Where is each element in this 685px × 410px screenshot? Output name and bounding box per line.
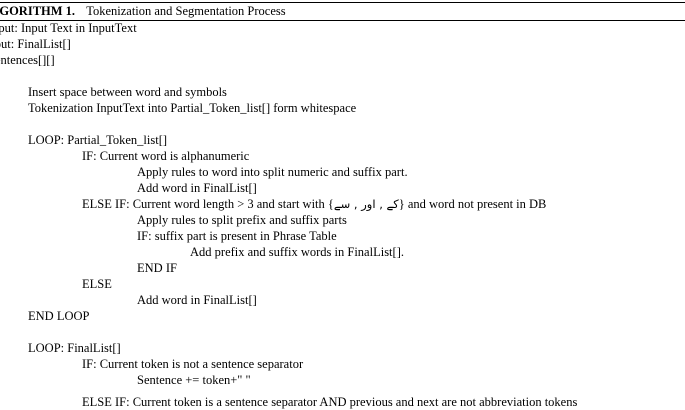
end-if: END IF (137, 261, 177, 275)
else-if-word-length-text: ELSE IF: Current word length > 3 and sta… (82, 197, 334, 211)
else-if-sentence-separator: ELSE IF: Current token is a sentence sep… (82, 395, 578, 409)
header-rule (0, 20, 685, 21)
if-alphanumeric: IF: Current word is alphanumeric (82, 149, 250, 163)
loop-finallist: LOOP: FinalList[] (28, 341, 121, 355)
if-suffix-in-phrase-table: IF: suffix part is present in Phrase Tab… (137, 229, 337, 243)
add-word-finallist-2: Add word in FinalList[] (137, 293, 257, 307)
if-not-sentence-separator: IF: Current token is not a sentence sepa… (82, 357, 304, 371)
sentences-output-line: Sentences[][] (0, 53, 55, 67)
apply-numeric-suffix-rule: Apply rules to word into split numeric a… (137, 165, 408, 179)
input-line: Input: Input Text in InputText (0, 21, 137, 35)
add-prefix-suffix-words: Add prefix and suffix words in FinalList… (190, 245, 404, 259)
top-rule (0, 2, 685, 3)
else-if-word-length-tail: } and word not present in DB (398, 197, 547, 211)
insert-space-step: Insert space between word and symbols (28, 85, 227, 99)
else: ELSE (82, 277, 112, 291)
loop-partial-token-list: LOOP: Partial_Token_list[] (28, 133, 168, 147)
apply-prefix-suffix-rule: Apply rules to split prefix and suffix p… (137, 213, 347, 227)
end-loop: END LOOP (28, 309, 90, 323)
add-word-finallist-1: Add word in FinalList[] (137, 181, 257, 195)
algorithm-header: ALGORITHM 1. Tokenization and Segmentati… (0, 4, 286, 19)
algorithm-caption: Tokenization and Segmentation Process (86, 4, 286, 18)
sentence-append-token: Sentence += token+" " (137, 373, 251, 387)
tokenization-step: Tokenization InputText into Partial_Toke… (28, 101, 357, 115)
algorithm-label: ALGORITHM 1. (0, 4, 76, 18)
urdu-prefix-set: کے , اور , سے (333, 197, 399, 211)
else-if-word-length: ELSE IF: Current word length > 3 and sta… (82, 197, 546, 212)
output-line: Output: FinalList[] (0, 37, 71, 51)
